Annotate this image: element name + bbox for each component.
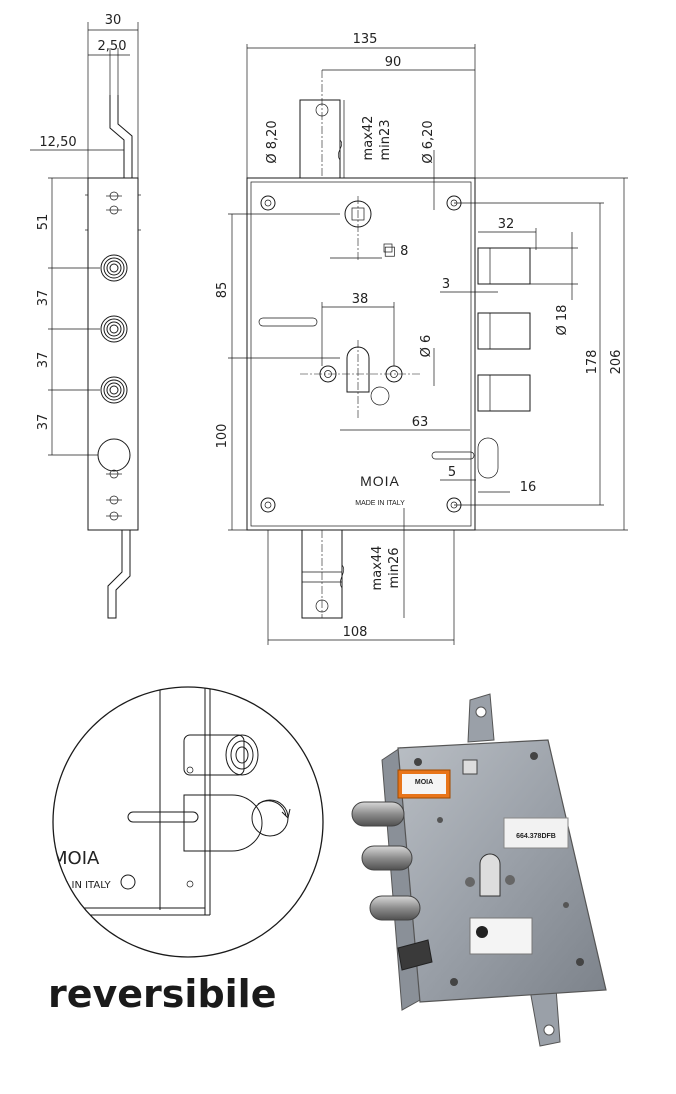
photo-badge-brand: MOIA <box>415 779 433 786</box>
dim-square-8: □ 8 <box>384 244 409 259</box>
dim-offset-16: 16 <box>520 480 537 495</box>
dim-spacing-37a: 37 <box>36 290 51 307</box>
dim-hole-6-20: Ø 6,20 <box>421 120 436 163</box>
dim-height-100: 100 <box>215 424 230 449</box>
side-screw-holes <box>106 191 122 521</box>
dim-gap-3: 3 <box>442 277 450 292</box>
dim-min23: min23 <box>378 119 393 160</box>
dim-bolt-18: Ø 18 <box>555 305 570 336</box>
reversible-detail: MOIA E IN ITALY <box>52 686 324 958</box>
dim-spacing-51: 51 <box>36 214 51 231</box>
side-view: 30 2,50 12,50 51 37 37 37 <box>30 13 141 619</box>
front-view: MOIA MADE IN ITALY <box>215 32 628 645</box>
photo-label-code: 664.378DFB <box>516 833 556 840</box>
photo-screws <box>414 752 584 986</box>
dim-offset-5: 5 <box>448 465 456 480</box>
caption-reversibile: reversibile <box>48 972 276 1016</box>
dim-spacing-38: 38 <box>352 292 369 307</box>
dim-height-206: 206 <box>609 350 624 375</box>
dim-min26: min26 <box>387 547 402 588</box>
dim-max42: max42 <box>361 116 376 161</box>
dim-width-135: 135 <box>353 32 378 47</box>
detail-made-in: E IN ITALY <box>62 880 111 891</box>
deadbolts <box>477 247 531 412</box>
dim-hole-6: Ø 6 <box>419 335 434 358</box>
dim-height-85: 85 <box>215 282 230 299</box>
dim-spacing-37b: 37 <box>36 352 51 369</box>
side-bolt-ends <box>97 254 131 472</box>
dim-width-108: 108 <box>343 625 368 640</box>
dim-hole-8-20: Ø 8,20 <box>265 120 280 163</box>
lock-product-photo: MOIA 664.378DFB <box>351 693 607 1047</box>
dim-width-90: 90 <box>385 55 402 70</box>
lock-brand: MOIA <box>360 473 400 489</box>
dim-side-left: 12,50 <box>39 135 76 150</box>
detail-brand: MOIA <box>52 848 100 869</box>
dim-spacing-37c: 37 <box>36 414 51 431</box>
dim-side-width: 30 <box>105 13 122 28</box>
dim-height-178: 178 <box>585 350 600 375</box>
lock-made-in: MADE IN ITALY <box>355 500 405 507</box>
dim-spacing-63: 63 <box>412 415 429 430</box>
dim-max44: max44 <box>370 546 385 591</box>
dim-bolt-32: 32 <box>498 217 515 232</box>
dim-side-offset: 2,50 <box>98 39 127 54</box>
